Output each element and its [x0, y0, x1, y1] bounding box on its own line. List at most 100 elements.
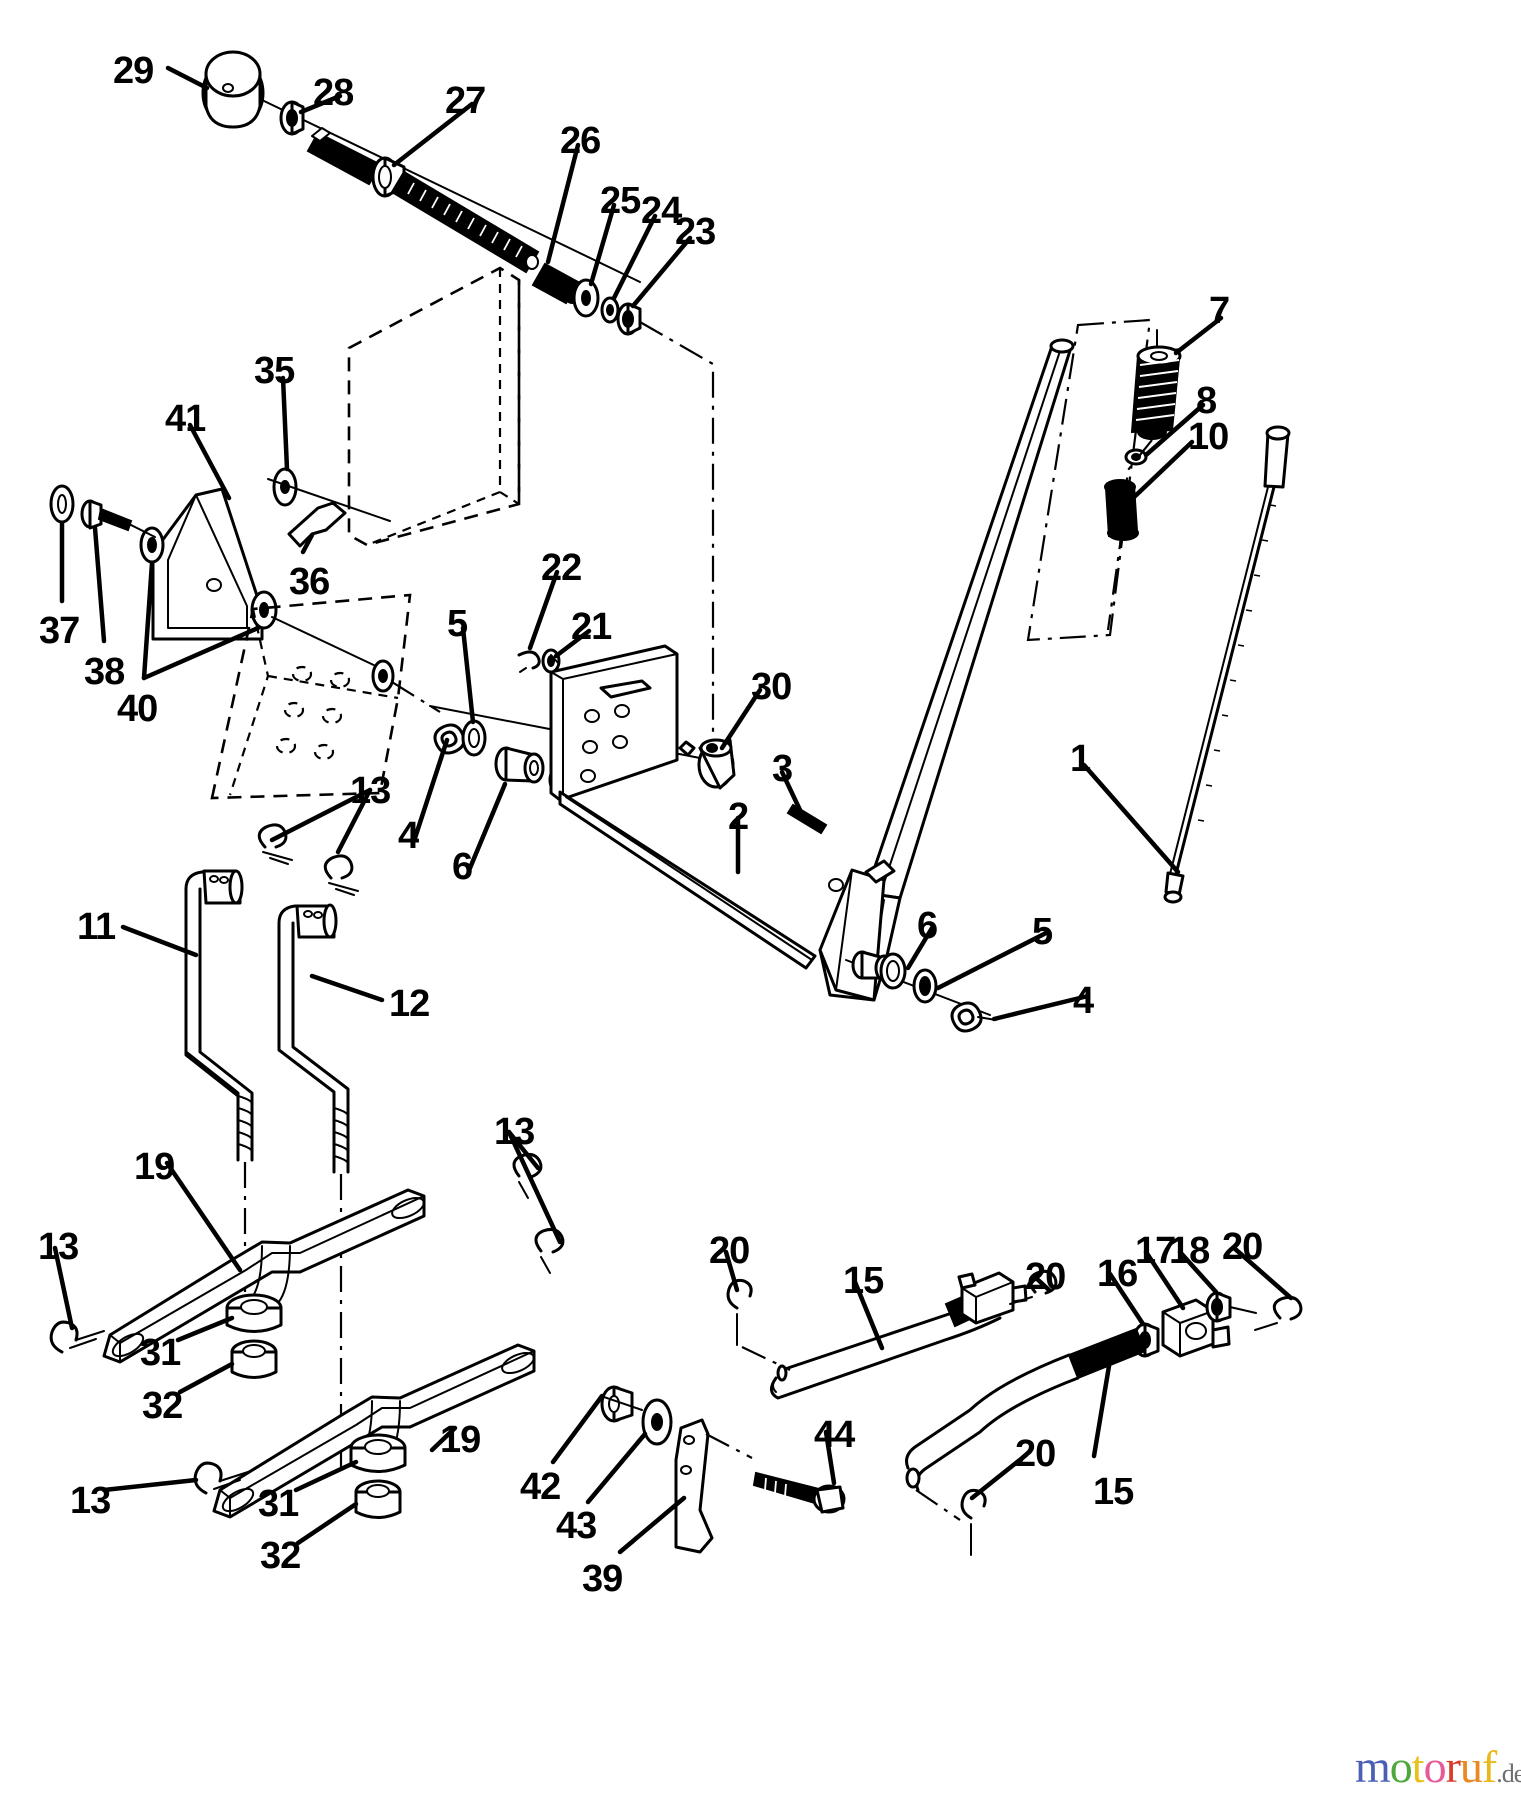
callout-28: 28: [313, 72, 354, 114]
callout-16: 16: [1097, 1253, 1138, 1295]
callout-30: 30: [751, 666, 792, 708]
callout-3: 3: [772, 748, 793, 790]
spacer-35: [272, 467, 298, 507]
hairpin-cotter-13a: [257, 823, 293, 865]
callout-20-d: 20: [1015, 1433, 1056, 1475]
wm-letter-o2: o: [1423, 1741, 1447, 1792]
callout-21: 21: [571, 606, 612, 648]
lift-rods-group: [184, 823, 359, 1470]
callout-10: 10: [1188, 416, 1229, 458]
callout-39: 39: [582, 1558, 623, 1600]
callout-41: 41: [165, 398, 206, 440]
adjuster-screw-assembly: [201, 50, 715, 760]
callout-32-a: 32: [142, 1385, 183, 1427]
callout-37: 37: [39, 610, 80, 652]
callout-31-b: 31: [258, 1483, 299, 1525]
callout-43: 43: [556, 1505, 597, 1547]
locknut-23: [616, 302, 642, 336]
callout-36: 36: [289, 561, 330, 603]
bushing-6r2: [879, 952, 907, 990]
wm-suffix-de: .de: [1496, 1759, 1521, 1788]
lock-collar-30: [678, 738, 736, 790]
bolt-38: [80, 499, 133, 532]
callout-38: 38: [84, 651, 125, 693]
grip-sleeve-10: [1104, 479, 1139, 541]
brake-pawl-group: [600, 1385, 846, 1554]
locknut-32b: [354, 1479, 402, 1519]
callout-8: 8: [1196, 380, 1217, 422]
lift-rod-11: [184, 869, 254, 1330]
spring-cable-group: [1026, 318, 1291, 904]
trunnion-block-17: [1161, 1298, 1231, 1358]
lift-link-rod-2: [558, 790, 817, 970]
callout-15-a: 15: [843, 1260, 884, 1302]
washer-5: [461, 719, 487, 757]
callout-4-left: 4: [398, 815, 419, 857]
callout-13-d: 13: [70, 1480, 111, 1522]
washer-40b: [250, 590, 278, 630]
callout-29: 29: [113, 50, 154, 92]
callout-18: 18: [1169, 1230, 1210, 1272]
callout-20-a: 20: [709, 1230, 750, 1272]
wm-letter-f: f: [1481, 1741, 1497, 1792]
callout-15-b: 15: [1093, 1471, 1134, 1513]
callout-31-a: 31: [140, 1332, 181, 1374]
callout-25: 25: [600, 180, 641, 222]
lift-lever-handle: [818, 338, 1075, 1002]
bushing-6: [494, 746, 545, 784]
callout-32-b: 32: [260, 1535, 301, 1577]
retaining-ring-4: [433, 723, 466, 755]
callout-1: 1: [1070, 738, 1091, 780]
latch-pawl-36: [287, 501, 347, 548]
link-rod-group-upper: [726, 1269, 1058, 1400]
mount-pin: [371, 659, 395, 693]
spacer-bushing-31a: [225, 1293, 283, 1333]
callout-13-a: 13: [350, 770, 391, 812]
callout-13-b: 13: [494, 1111, 535, 1153]
shoulder-bolt-44: [752, 1471, 846, 1514]
roll-pin-3: [786, 803, 828, 835]
locknut-32a: [230, 1339, 278, 1379]
washer-25: [572, 278, 600, 318]
washer-5r: [912, 968, 938, 1004]
threaded-rod: [306, 127, 383, 186]
callout-13-c: 13: [38, 1226, 79, 1268]
callout-7: 7: [1209, 290, 1230, 332]
suspension-arm-19b: [212, 1343, 536, 1519]
hairpin-cotter-20d: [960, 1488, 987, 1556]
callout-4-right: 4: [1073, 980, 1094, 1022]
lift-bracket-assembly: [429, 644, 828, 970]
callout-44: 44: [814, 1414, 855, 1456]
knob-29: [201, 50, 265, 129]
link-rod-15b: [905, 1327, 1147, 1492]
callout-12: 12: [389, 983, 430, 1025]
wm-letter-o1: o: [1389, 1741, 1413, 1792]
callout-11: 11: [77, 906, 116, 948]
wm-letter-r: r: [1445, 1741, 1461, 1792]
spring-7: [1130, 329, 1182, 440]
leader-lines: [52, 65, 1294, 1555]
wm-letter-m: m: [1355, 1741, 1391, 1792]
callout-35: 35: [254, 350, 295, 392]
callout-27: 27: [445, 80, 486, 122]
callout-6-left: 6: [452, 846, 473, 888]
phantom-panel-upper: [347, 266, 521, 547]
callout-20-c: 20: [1222, 1226, 1263, 1268]
wm-letter-u: u: [1459, 1741, 1483, 1792]
callout-17: 17: [1135, 1230, 1176, 1272]
motoruf-watermark: motoruf.de: [1355, 1744, 1521, 1797]
callout-19-a: 19: [134, 1146, 175, 1188]
callout-6-right: 6: [917, 905, 938, 947]
threaded-shaft: [390, 170, 540, 274]
callout-22: 22: [541, 547, 582, 589]
hairpin-cotter-13c: [512, 1153, 543, 1199]
washer-40a: [139, 526, 165, 564]
washer-43: [641, 1398, 673, 1446]
suspension-arm-19a: [102, 1188, 426, 1364]
hairpin-cotter-13f: [193, 1461, 249, 1495]
callout-5-left: 5: [447, 603, 468, 645]
callout-19-b: 19: [440, 1419, 481, 1461]
hairpin-cotter-13b: [323, 854, 359, 896]
